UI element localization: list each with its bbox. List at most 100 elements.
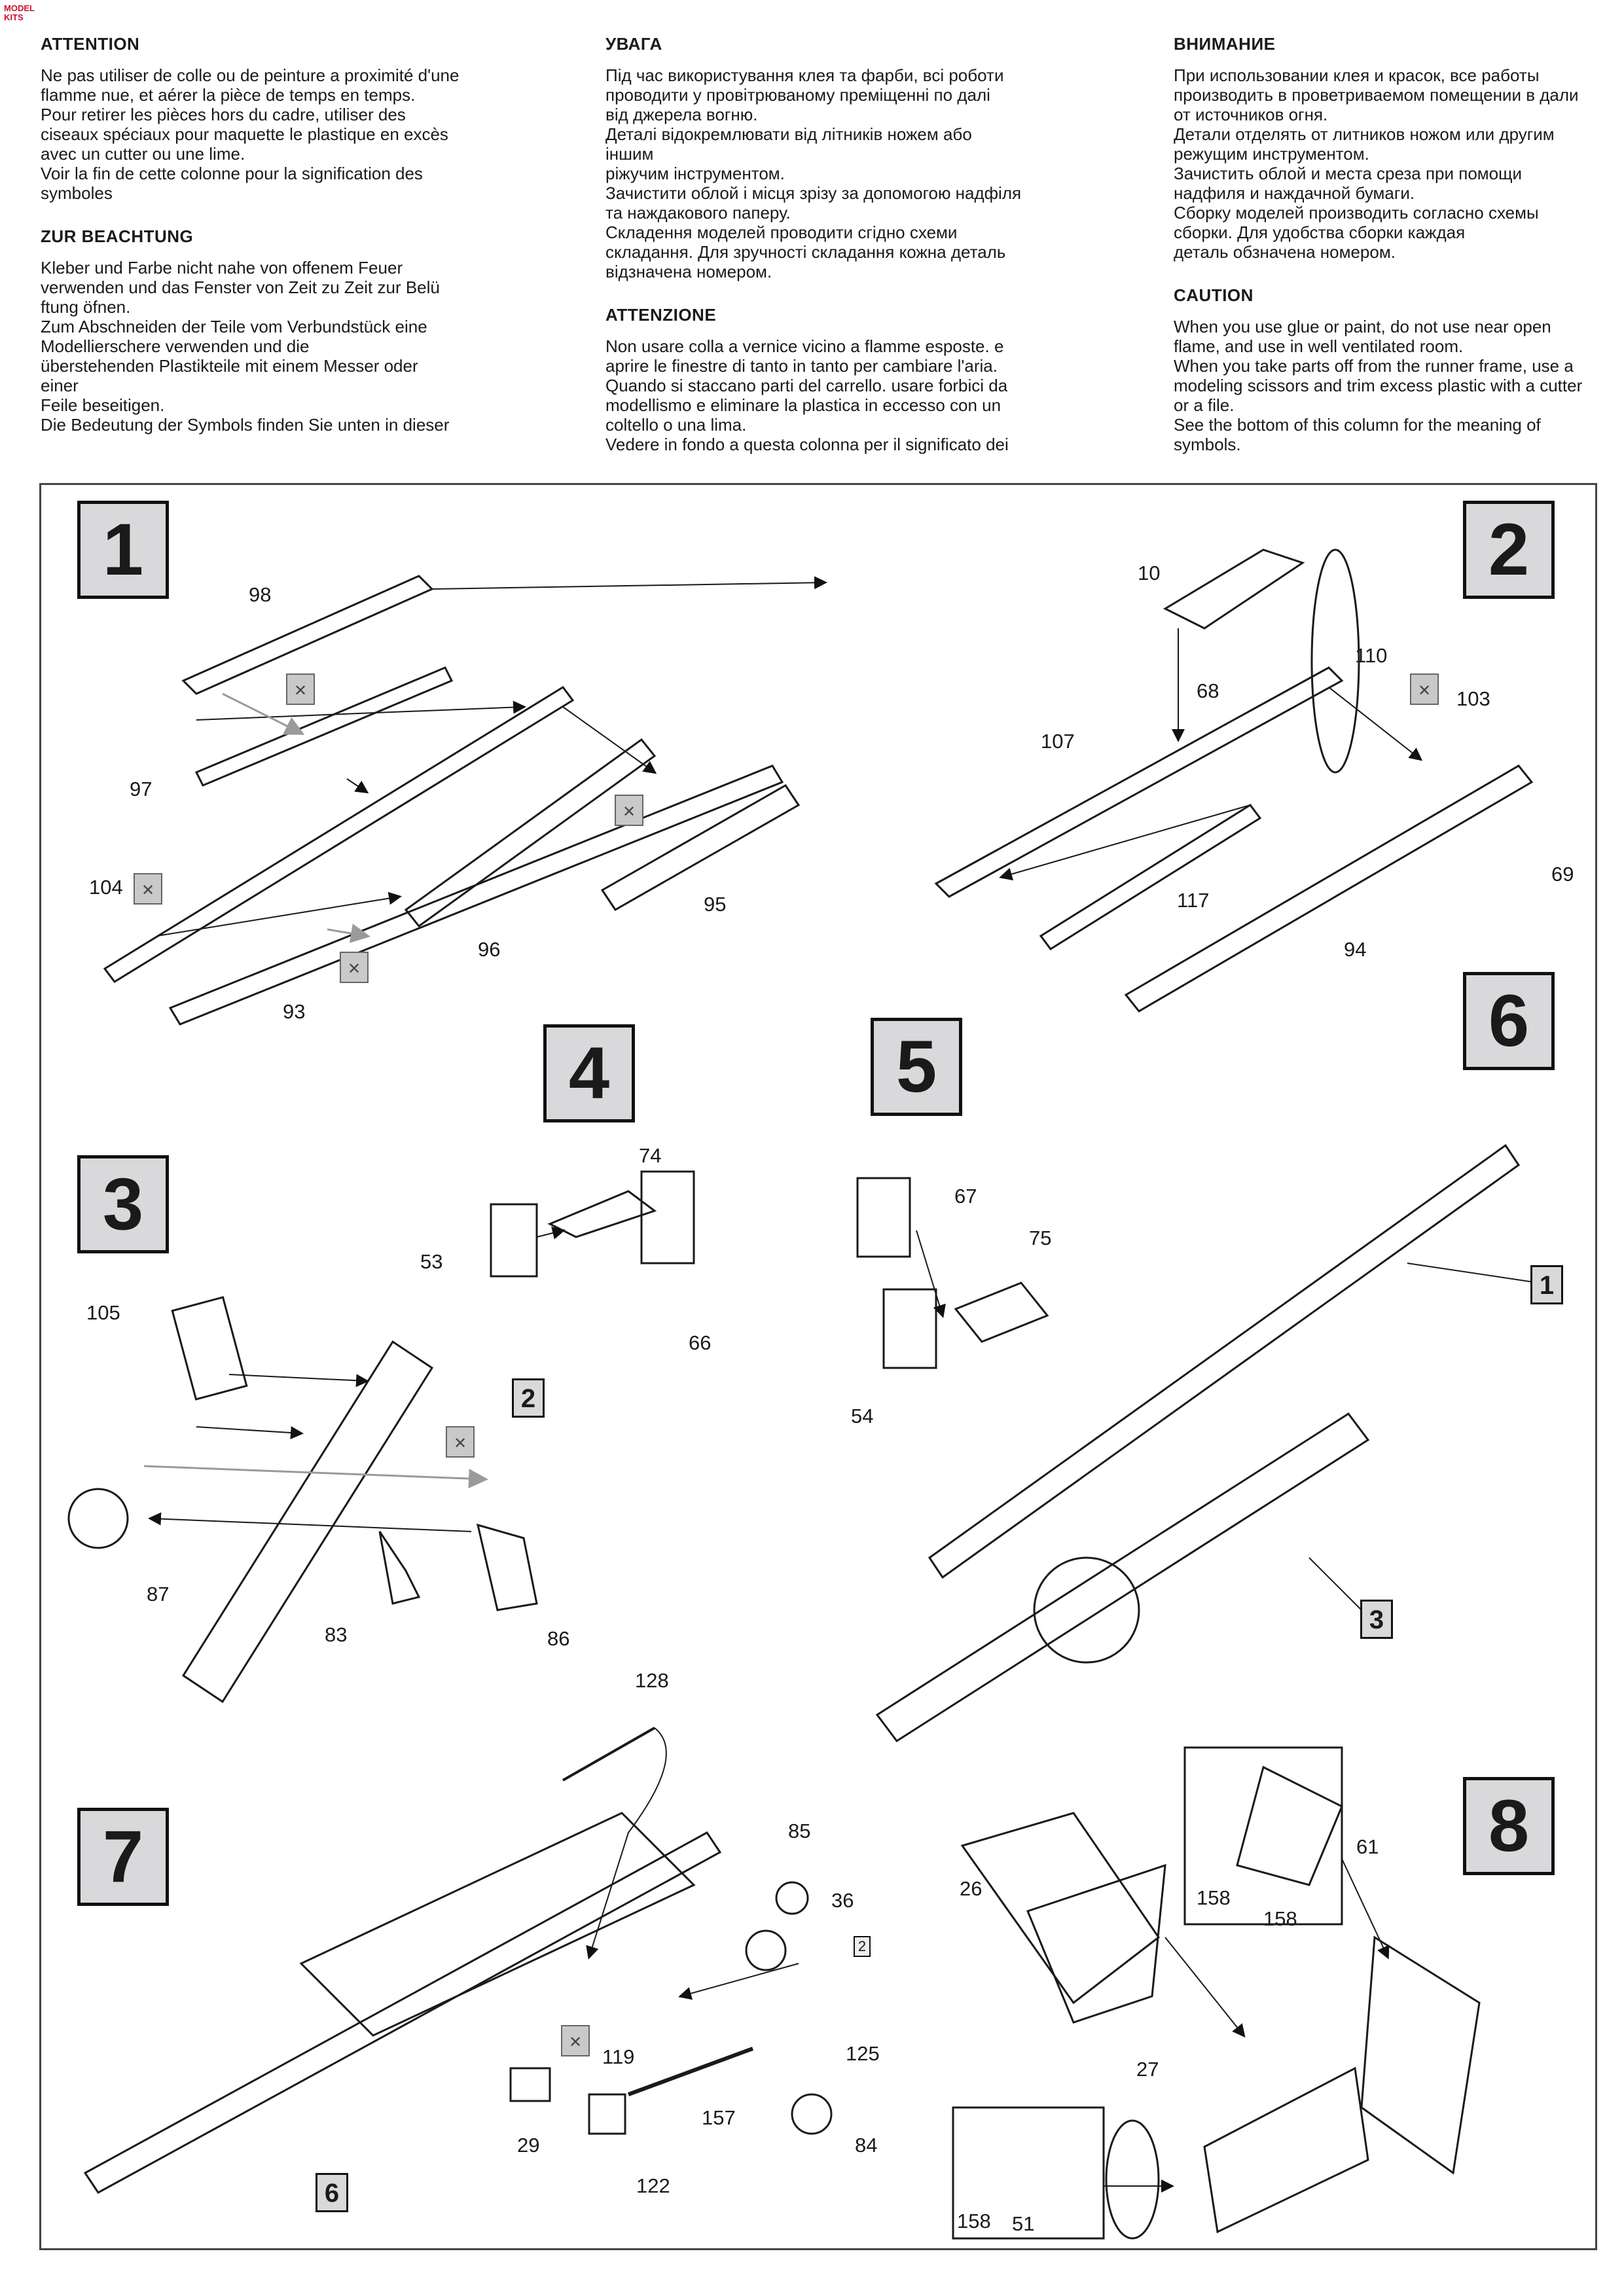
part-carriage-trail [181,1340,434,1704]
step8-detail-inset-bottom [952,2106,1105,2240]
no-glue-icon: ✕ [134,873,162,905]
step-1-box: 1 [77,501,169,599]
heading-vnimanie: ВНИМАНИЕ [1174,34,1276,54]
part-label: 93 [283,1000,306,1023]
assembly-diagram-frame [39,483,1597,2250]
part-157-rod [627,2047,754,2096]
heading-attention: ATTENTION [41,34,140,54]
part-107-rail [934,666,1344,898]
no-glue-icon: ✕ [286,673,315,705]
no-glue-icon: ✕ [340,952,369,983]
step8-detail-inset-top [1183,1746,1343,1926]
step-7-box: 7 [77,1808,169,1906]
part-label: 158 [1197,1886,1231,1909]
part-label: 67 [954,1185,977,1208]
part-label: 110 [1355,644,1388,667]
part-label: 128 [635,1669,669,1692]
part-label: 74 [639,1144,662,1167]
part-label: 26 [960,1877,983,1900]
subassembly-ref-2-small: 2 [854,1936,871,1957]
part-label: 36 [831,1889,854,1912]
step-6-box: 6 [1463,972,1555,1070]
part-label: 29 [517,2134,540,2157]
step7-gun-body [299,1812,696,2037]
paragraph-caution: When you use glue or paint, do not use n… [1174,317,1583,454]
part-10-bracket [1163,548,1305,630]
part-66-shield [640,1170,695,1265]
instructions-column-ru-en: ВНИМАНИЕ При использовании клея и красок… [1174,34,1593,478]
part-122-housing [588,2093,626,2135]
part-label: 51 [1012,2212,1035,2235]
part-label: 53 [420,1250,443,1273]
part-85-knob [775,1881,809,1915]
no-glue-icon: ✕ [561,2025,590,2056]
part-29-block [509,2067,551,2102]
part-26-plate [960,1812,1161,2005]
part-86-handwheel [476,1523,538,1611]
subassembly-ref-6: 6 [316,2173,348,2212]
part-label: 103 [1456,687,1490,710]
part-label: 85 [788,1820,811,1842]
part-51-plate [1105,2119,1160,2240]
part-128-rod [562,1727,655,1782]
part-label: 97 [130,778,153,800]
assembled-gun-cradle [875,1412,1370,1743]
paragraph-uvaga: Під час використування клея та фарби, вс… [605,65,1022,281]
part-label: 122 [636,2174,670,2197]
svg-text:✕: ✕ [141,882,154,899]
svg-text:✕: ✕ [294,682,307,700]
subassembly-ref-2: 2 [512,1378,545,1418]
brand-logo: MODEL KITS [4,3,35,22]
part-label: 98 [249,583,272,606]
paragraph-attention: Ne pas utiliser de colle ou de peinture … [41,65,460,203]
step-2-box: 2 [1463,501,1555,599]
part-label: 105 [86,1301,120,1324]
svg-text:✕: ✕ [1418,682,1431,700]
heading-caution: CAUTION [1174,285,1254,305]
part-rail-mid [194,666,454,787]
part-117-rod [1039,803,1262,951]
part-93-barrel [168,764,784,1026]
no-glue-icon: ✕ [446,1426,475,1458]
part-label: 68 [1197,679,1219,702]
part-label: 119 [602,2045,635,2068]
no-glue-icon: ✕ [1410,673,1439,705]
subassembly-ref-1: 1 [1530,1265,1563,1304]
part-75-plate [954,1282,1049,1343]
svg-text:✕: ✕ [454,1435,467,1452]
part-label: 10 [1138,562,1161,584]
svg-text:✕: ✕ [623,803,636,821]
step8-shield-assembly [1360,1935,1481,2175]
part-83-pivot [378,1531,421,1605]
part-label: 86 [547,1627,570,1650]
part-105-shield [171,1296,248,1401]
instructions-column-ua-it: УВАГА Під час використування клея та фар… [605,34,1024,478]
part-label: 125 [846,2042,880,2065]
part-label: 87 [147,1583,170,1605]
part-label: 84 [855,2134,878,2157]
instructions-column-fr-de: ATTENTION Ne pas utiliser de colle ou de… [41,34,460,458]
paragraph-vnimanie: При использовании клея и красок, все раб… [1174,65,1579,262]
part-label: 158 [1263,1907,1297,1930]
step-3-box: 3 [77,1155,169,1253]
part-95-barrel [600,784,801,911]
step-4-box: 4 [543,1024,635,1122]
part-61-plate [1236,1765,1343,1886]
elevation-gear [1033,1556,1140,1664]
part-36-handwheel [745,1929,787,1971]
part-27-plate [1026,1863,1166,2024]
part-label: 27 [1136,2058,1159,2081]
step-5-box: 5 [871,1018,962,1116]
part-53-frame [490,1203,538,1278]
part-label: 157 [702,2106,736,2129]
part-label: 96 [478,938,501,961]
part-label: 158 [957,2210,991,2233]
part-label: 83 [325,1623,348,1646]
assembled-gun-barrel [928,1143,1521,1579]
part-label: 54 [851,1405,874,1427]
part-label: 75 [1029,1227,1052,1249]
part-54-frame [882,1288,937,1369]
part-label: 61 [1356,1835,1379,1858]
part-84-disk [791,2093,833,2135]
